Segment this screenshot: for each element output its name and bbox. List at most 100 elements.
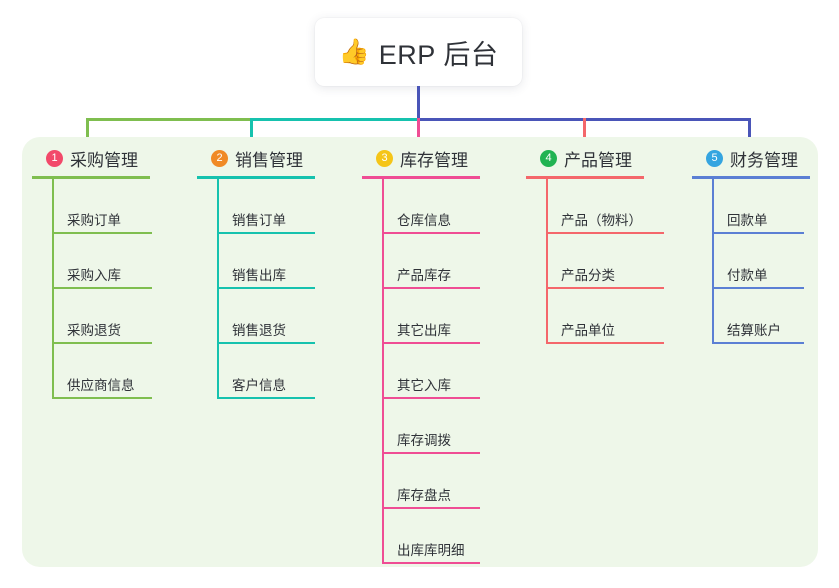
list-item-underline (217, 342, 315, 344)
column-spine (217, 179, 219, 399)
root-stem-connector (417, 86, 420, 121)
column-underline (526, 176, 644, 179)
list-item-underline (712, 232, 804, 234)
column-title: 库存管理 (400, 150, 468, 170)
column-purchase-management: 1 采购管理采购订单采购入库采购退货供应商信息 (32, 146, 152, 399)
list-item[interactable]: 销售出库 (217, 234, 315, 289)
list-item-underline (217, 397, 315, 399)
column-header-finance-management[interactable]: 5 财务管理 (692, 146, 810, 170)
list-item[interactable]: 其它入库 (382, 344, 480, 399)
column-index-badge: 4 (540, 149, 557, 167)
list-item[interactable]: 销售订单 (217, 179, 315, 234)
list-item[interactable]: 产品（物料） (546, 179, 664, 234)
column-underline (197, 176, 315, 179)
column-title: 财务管理 (730, 150, 798, 170)
list-item-label: 库存盘点 (397, 488, 451, 504)
column-header-inventory-management[interactable]: 3 库存管理 (362, 146, 480, 170)
column-index-badge: 5 (706, 149, 723, 167)
list-item-label: 产品（物料） (561, 213, 642, 229)
column-title: 销售管理 (235, 150, 303, 170)
list-item-label: 仓库信息 (397, 213, 451, 229)
list-item[interactable]: 产品单位 (546, 289, 664, 344)
column-index-badge: 3 (376, 149, 393, 167)
drop-product (583, 118, 586, 146)
list-item[interactable]: 采购退货 (52, 289, 152, 344)
list-item-underline (382, 397, 480, 399)
bus-segment-teal (250, 118, 419, 121)
list-item[interactable]: 销售退货 (217, 289, 315, 344)
list-item[interactable]: 库存盘点 (382, 454, 480, 509)
column-item-list: 产品（物料） 产品分类产品单位 (526, 179, 664, 344)
list-item-label: 付款单 (727, 268, 768, 284)
list-item[interactable]: 采购订单 (52, 179, 152, 234)
column-underline (692, 176, 810, 179)
list-item-label: 产品库存 (397, 268, 451, 284)
column-spine (382, 179, 384, 564)
root-node-card[interactable]: 👍 ERP 后台 (315, 18, 522, 86)
list-item-underline (217, 232, 315, 234)
column-index-badge: 1 (46, 149, 63, 167)
list-item-label: 采购订单 (67, 213, 121, 229)
list-item-label: 产品分类 (561, 268, 615, 284)
column-underline (32, 176, 150, 179)
list-item[interactable]: 产品分类 (546, 234, 664, 289)
list-item-label: 销售订单 (232, 213, 286, 229)
list-item[interactable]: 供应商信息 (52, 344, 152, 399)
column-finance-management: 5 财务管理回款单付款单结算账户 (692, 146, 810, 344)
column-item-list: 仓库信息产品库存其它出库其它入库库存调拨库存盘点出库库明细 (362, 179, 480, 564)
column-item-list: 回款单付款单结算账户 (692, 179, 810, 344)
list-item-label: 其它出库 (397, 323, 451, 339)
list-item-underline (712, 342, 804, 344)
drop-sales (250, 118, 253, 146)
column-spine (546, 179, 548, 344)
list-item-underline (52, 287, 152, 289)
column-inventory-management: 3 库存管理仓库信息产品库存其它出库其它入库库存调拨库存盘点出库库明细 (362, 146, 480, 564)
root-node-title: ERP 后台 (378, 39, 499, 70)
list-item[interactable]: 客户信息 (217, 344, 315, 399)
list-item-label: 出库库明细 (397, 543, 465, 559)
list-item[interactable]: 出库库明细 (382, 509, 480, 564)
root-node-content: 👍 ERP 后台 (339, 33, 499, 72)
list-item-underline (52, 342, 152, 344)
list-item[interactable]: 采购入库 (52, 234, 152, 289)
drop-purchase (86, 118, 89, 146)
column-spine (52, 179, 54, 399)
list-item-label: 采购入库 (67, 268, 121, 284)
list-item[interactable]: 回款单 (712, 179, 810, 234)
list-item-underline (546, 342, 664, 344)
list-item-underline (52, 232, 152, 234)
list-item[interactable]: 结算账户 (712, 289, 810, 344)
list-item[interactable]: 库存调拨 (382, 399, 480, 454)
list-item[interactable]: 产品库存 (382, 234, 480, 289)
list-item-underline (382, 232, 480, 234)
list-item-label: 供应商信息 (67, 378, 135, 394)
column-header-purchase-management[interactable]: 1 采购管理 (32, 146, 150, 170)
list-item-underline (217, 287, 315, 289)
drop-inventory (417, 118, 420, 146)
thumbs-up-icon: 👍 (338, 37, 370, 66)
list-item-underline (382, 507, 480, 509)
list-item-label: 产品单位 (561, 323, 615, 339)
list-item[interactable]: 仓库信息 (382, 179, 480, 234)
list-item-underline (382, 562, 480, 564)
list-item-label: 客户信息 (232, 378, 286, 394)
list-item-label: 结算账户 (727, 323, 781, 339)
list-item[interactable]: 付款单 (712, 234, 810, 289)
column-item-list: 销售订单销售出库销售退货客户信息 (197, 179, 315, 399)
drop-finance (748, 118, 751, 146)
column-title: 采购管理 (70, 150, 138, 170)
column-item-list: 采购订单采购入库采购退货供应商信息 (32, 179, 152, 399)
list-item-label: 销售退货 (232, 323, 286, 339)
bus-segment-green (86, 118, 252, 121)
list-item-underline (52, 397, 152, 399)
list-item-label: 销售出库 (232, 268, 286, 284)
list-item-underline (382, 342, 480, 344)
list-item[interactable]: 其它出库 (382, 289, 480, 344)
list-item-underline (382, 287, 480, 289)
column-spine (712, 179, 714, 344)
list-item-label: 其它入库 (397, 378, 451, 394)
